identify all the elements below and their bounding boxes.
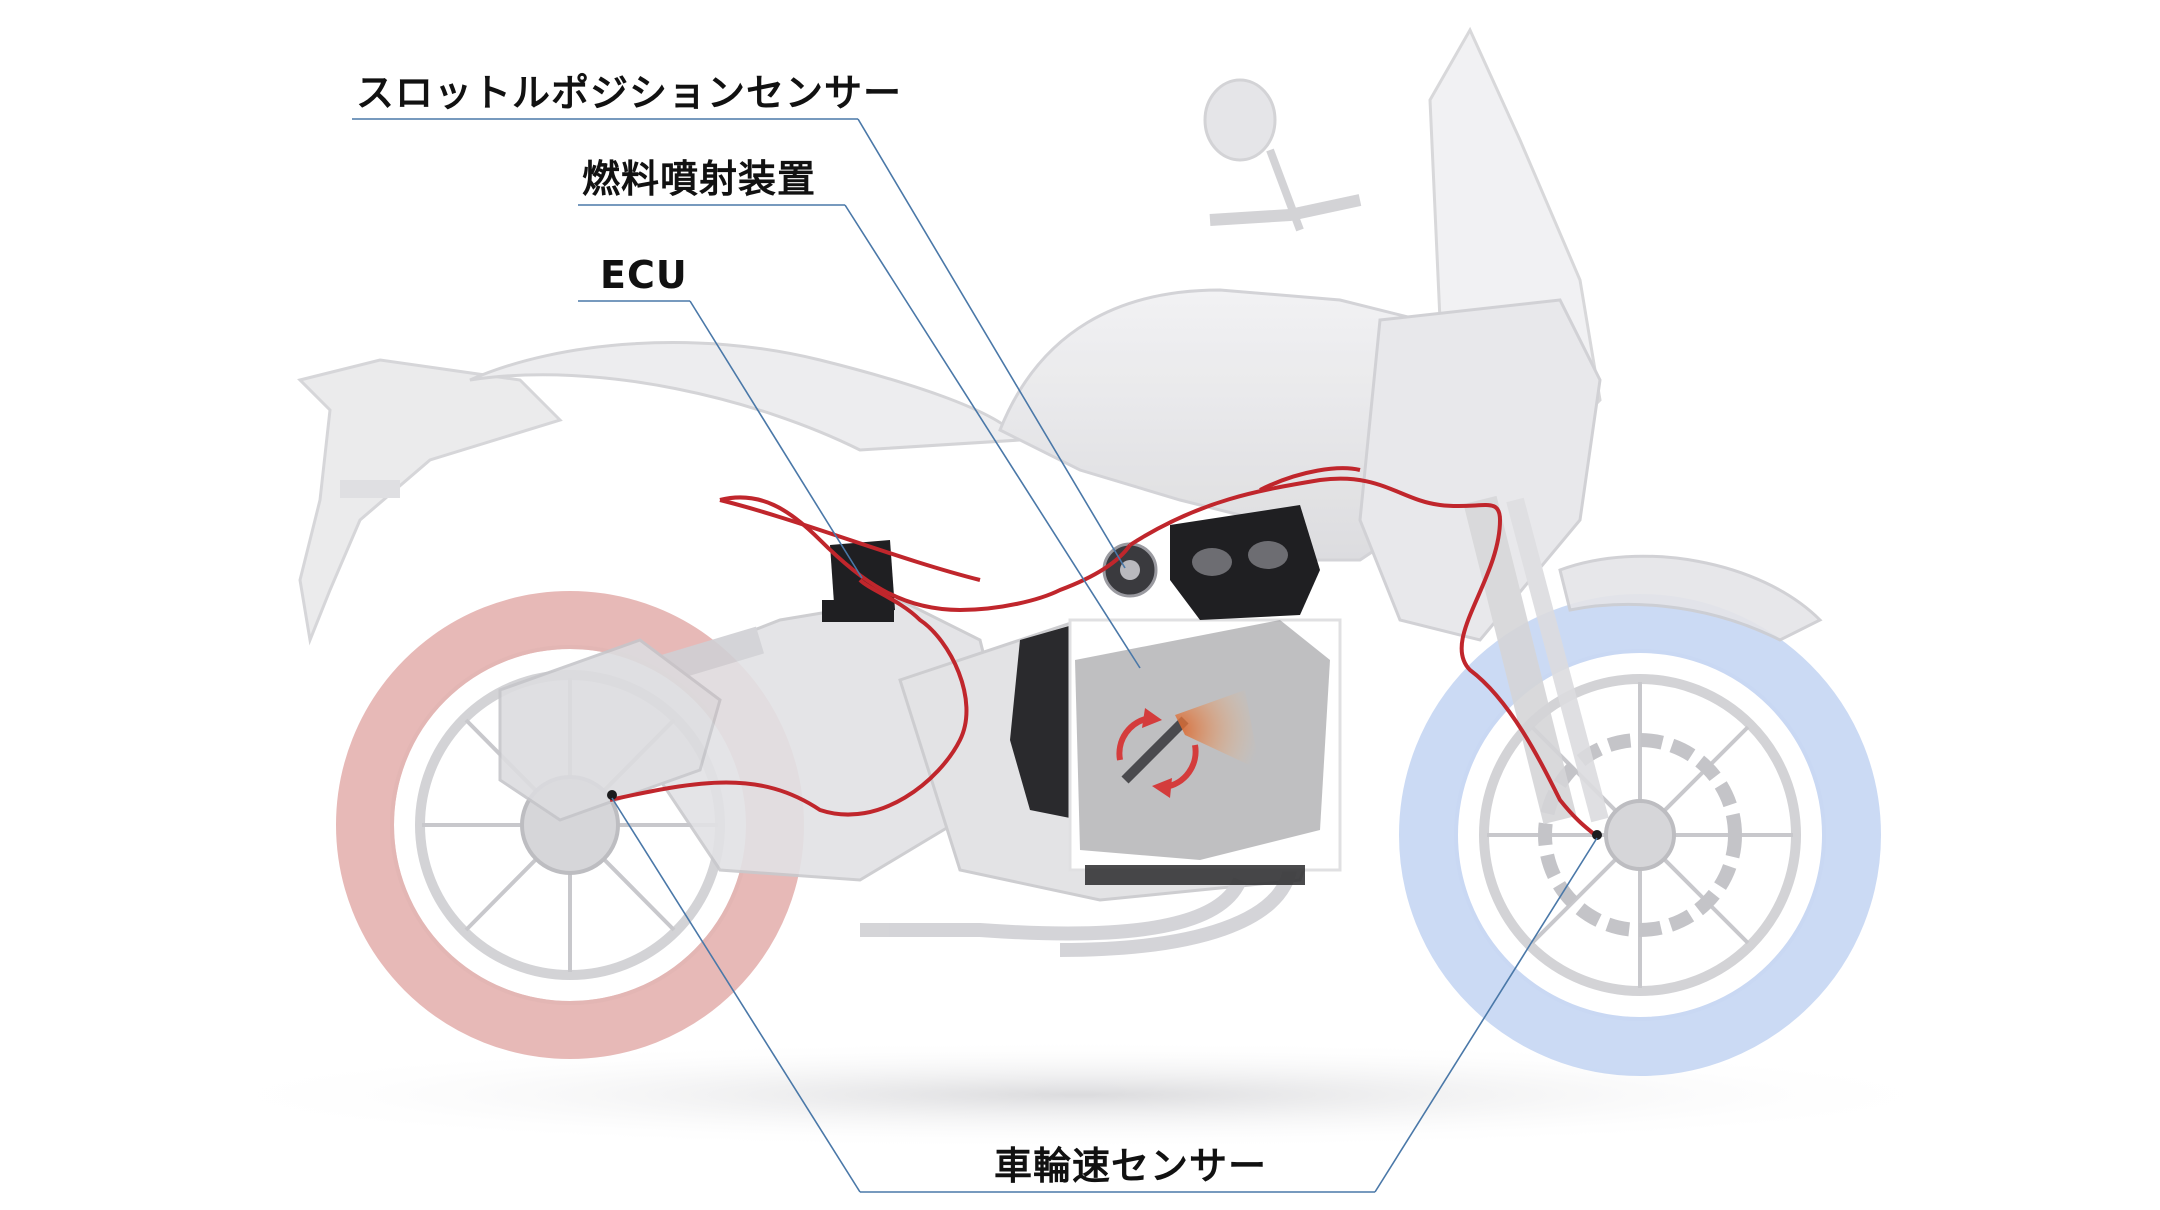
throttle-valve <box>1116 708 1199 798</box>
engine-cutaway <box>1010 618 1342 885</box>
fuel-spray <box>1175 690 1260 770</box>
rear-wheel-speed-sensor <box>607 790 617 800</box>
label-wheel-speed-sensor: 車輪速センサー <box>994 1144 1268 1188</box>
front-wheel-speed-sensor <box>1592 830 1602 840</box>
leader-throttle <box>857 118 1126 569</box>
leader-ecu <box>689 300 863 579</box>
label-fuel-injection: 燃料噴射装置 <box>582 157 817 201</box>
leader-lines <box>611 118 1598 1193</box>
ground-shadow <box>180 1040 1980 1150</box>
front-wheel <box>1399 594 1881 1076</box>
leader-wheel-rear <box>611 797 861 1193</box>
throttle-body <box>1102 542 1158 598</box>
leader-fuel <box>844 204 1141 669</box>
label-ecu: ECU <box>600 253 688 297</box>
cylinder-head <box>1170 505 1320 620</box>
label-throttle-position-sensor: スロットルポジションセンサー <box>356 71 903 115</box>
leader-wheel-front <box>1374 837 1598 1193</box>
